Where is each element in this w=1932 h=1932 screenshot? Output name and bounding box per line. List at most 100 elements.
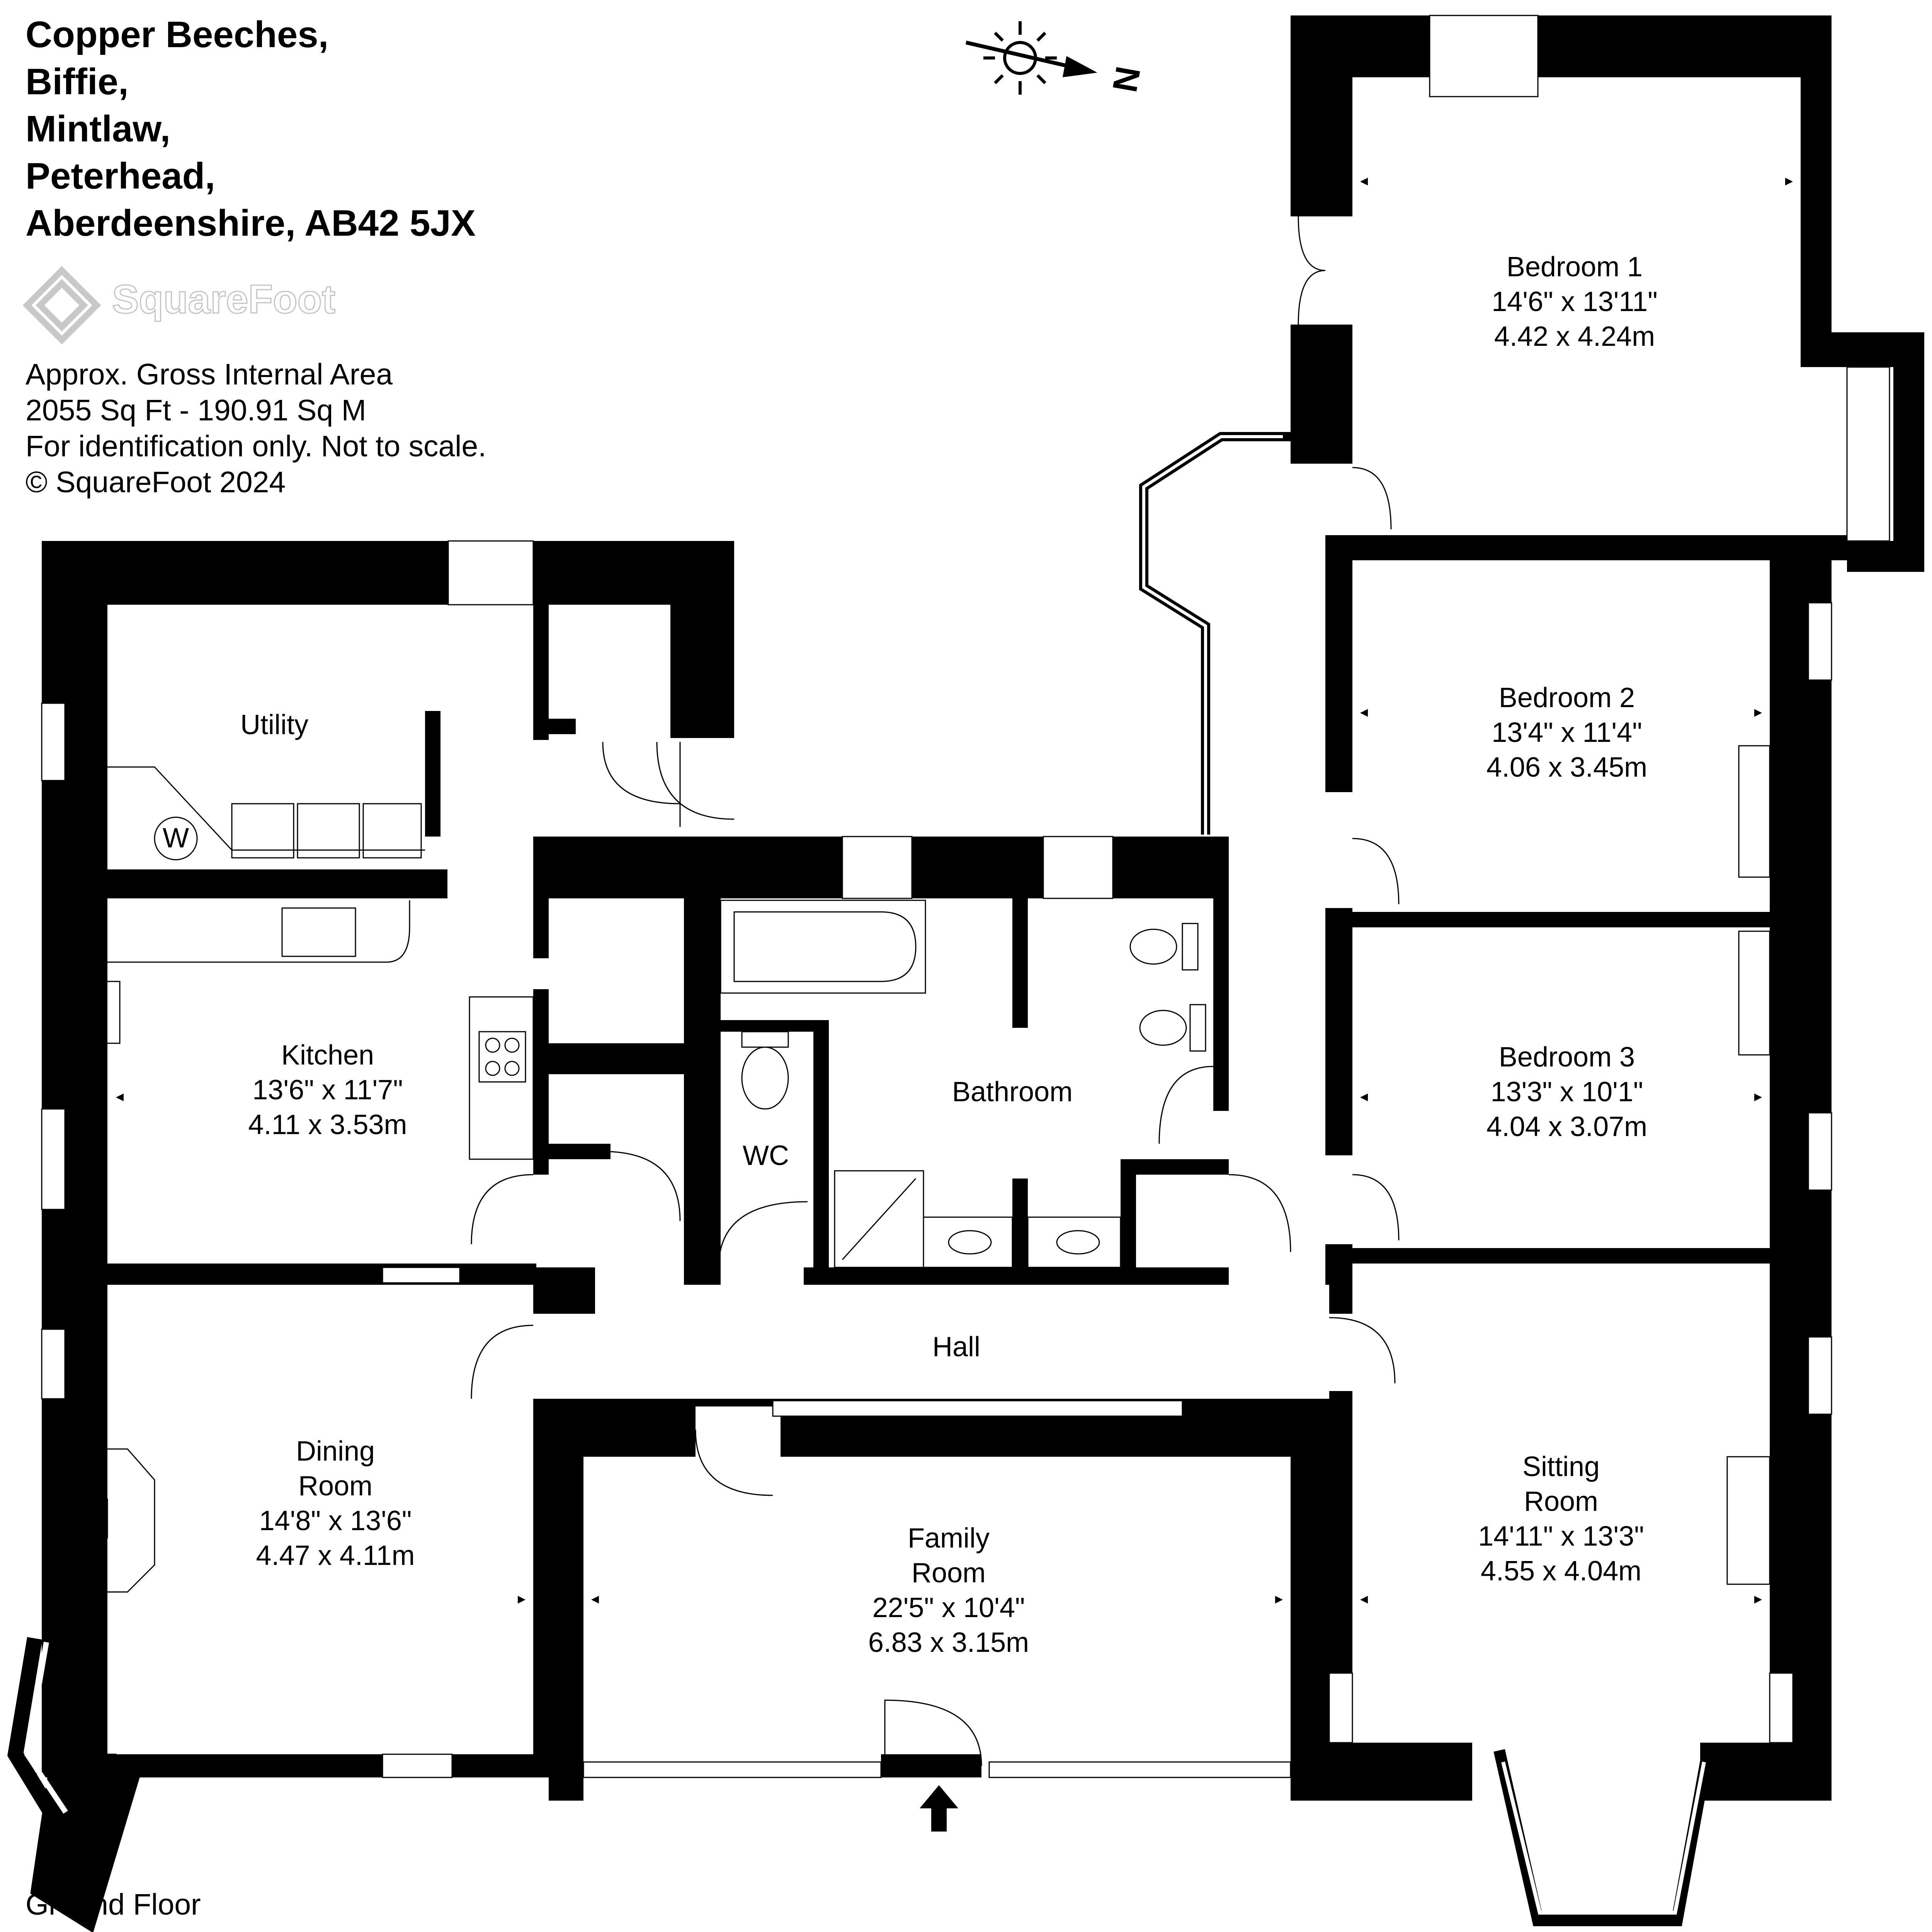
room-labels: Bedroom 1 14'6" x 13'11" 4.42 x 4.24m Be…: [80, 252, 1658, 1658]
room-dining: Dining Room 14'8" x 13'6" 4.47 x 4.11m: [256, 1436, 415, 1571]
window-sitting-left-low: [1328, 1672, 1353, 1743]
door-store2: [602, 1151, 681, 1221]
wall-bed1-left-top: [1291, 15, 1352, 216]
hob-ring-3: [485, 1061, 500, 1076]
bedroom-3-name: Bedroom 3: [1499, 1042, 1635, 1073]
window-bath-1: [842, 836, 913, 899]
wall-dining-hall-stub: [533, 1267, 595, 1314]
dining-metric: 4.47 x 4.11m: [256, 1540, 415, 1571]
wall-wc-top: [721, 1020, 813, 1032]
hob-ring-4: [504, 1061, 520, 1076]
bath-toilet-1-icon: [1129, 929, 1177, 965]
wall-sitting-br: [1700, 1743, 1832, 1801]
wall-bed1-left-bot: [1291, 325, 1352, 464]
door-bed1-french-2: [1298, 270, 1326, 325]
sun-icon: [983, 21, 1057, 95]
opening-family-door: [696, 1406, 781, 1457]
washer-label: W: [163, 823, 189, 854]
door-cupboard: [1228, 1174, 1291, 1252]
hob-ring-2: [504, 1037, 520, 1053]
boiler-box: [65, 981, 121, 1044]
dining-name-1: Dining: [296, 1436, 375, 1467]
kitchen-sink-icon: [281, 907, 356, 957]
openings: [425, 464, 1352, 1457]
door-dining: [471, 1325, 534, 1399]
wall-bed2-bed3: [1352, 912, 1770, 927]
info-line-1: Approx. Gross Internal Area: [26, 358, 393, 391]
arrow-din-r: [518, 1596, 526, 1604]
dining-name-2: Room: [298, 1471, 372, 1502]
utility-worktop: [107, 766, 425, 851]
basin-2-icon: [1056, 1230, 1100, 1255]
wall-bath-bottom: [804, 1267, 1229, 1285]
bath-tub-icon: [720, 900, 926, 994]
door-bed1-french-1: [1298, 216, 1326, 271]
bath-tub-inner: [733, 911, 917, 982]
fixtures: [65, 745, 1770, 1593]
wall-top-left: [42, 541, 733, 605]
arrow-bed2-r: [1754, 709, 1762, 717]
window-sitting-right: [1808, 1336, 1832, 1415]
bedroom-1-metric: 4.42 x 4.24m: [1494, 321, 1655, 352]
dining-bay-wall: [7, 1637, 112, 1832]
utility-sink-1: [231, 803, 294, 859]
sitting-name-1: Sitting: [1522, 1451, 1600, 1482]
bedroom-3-metric: 4.04 x 3.07m: [1486, 1111, 1647, 1142]
room-family: Family Room 22'5" x 10'4" 6.83 x 3.15m: [868, 1523, 1029, 1658]
door-bed3: [1352, 1174, 1400, 1241]
wall-family-bl: [549, 1754, 583, 1801]
wall-utility-kitchen: [107, 869, 447, 898]
wall-store-left: [533, 605, 549, 740]
wall-dining-bottom: [104, 1754, 583, 1777]
door-bed1: [1352, 467, 1392, 530]
door-kitchen: [471, 1174, 534, 1245]
window-bed1-top: [1429, 15, 1539, 97]
basin-1-icon: [948, 1230, 992, 1255]
sitting-bay-glass: [1501, 1761, 1706, 1915]
family-imperial: 22'5" x 10'4": [872, 1592, 1025, 1623]
wc-toilet-icon: [741, 1046, 789, 1110]
wall-bath-right: [1213, 837, 1229, 1111]
family-name-2: Room: [912, 1558, 986, 1588]
window-bath-2: [1043, 836, 1114, 899]
utility-name: Utility: [240, 709, 308, 740]
opening-bed2-door: [1325, 792, 1352, 908]
wall-bed1-right: [1801, 15, 1832, 363]
washing-machine-icon: [154, 816, 198, 861]
bedroom-2-name: Bedroom 2: [1499, 682, 1635, 713]
wall-bed1-bay-bot: [1847, 541, 1924, 572]
wall-bath-basin-div: [1012, 1179, 1028, 1283]
arrow-fam-l: [591, 1596, 599, 1604]
window-dining-left: [41, 1328, 66, 1400]
floor-label: Ground Floor: [26, 1888, 201, 1921]
bedroom-1-name: Bedroom 1: [1507, 252, 1643, 282]
address-line-5: Aberdeenshire, AB42 5JX: [26, 202, 476, 244]
window-utility-left: [41, 702, 66, 781]
wall-utility-right: [670, 541, 734, 738]
wall-kitchen-r1: [533, 896, 549, 958]
sitting-imperial: 14'11" x 13'3": [1478, 1521, 1644, 1552]
dining-chimney: [73, 1498, 108, 1539]
compass-north-label: N: [1105, 63, 1147, 95]
wall-bath-partition: [1012, 896, 1028, 1028]
wall-cupboard-left: [1121, 1159, 1136, 1283]
kitchen-worktop: [107, 900, 410, 963]
arrow-bed1-l: [1360, 178, 1368, 185]
dining-bay-glass: [24, 1641, 68, 1814]
arrow-sit-l: [1360, 1596, 1368, 1604]
shower-diagonal: [842, 1178, 917, 1260]
wc-cistern: [741, 1031, 789, 1048]
sitting-bay-wall: [1493, 1749, 1714, 1926]
opening-sitting-door: [1325, 1314, 1352, 1391]
room-sitting: Sitting Room 14'11" x 13'3" 4.55 x 4.04m: [1478, 1451, 1644, 1587]
door-store-1: [602, 742, 680, 804]
wall-dining-family: [533, 1399, 583, 1777]
hob-icon: [478, 1031, 526, 1083]
kitchen-worktop-right: [469, 996, 534, 1160]
window-utility: [447, 540, 534, 605]
window-family-bottom-l: [583, 1761, 882, 1778]
opening-bed3-door: [1325, 1155, 1352, 1244]
window-family-top: [772, 1400, 1183, 1417]
wall-kitchen-dining: [107, 1264, 536, 1285]
